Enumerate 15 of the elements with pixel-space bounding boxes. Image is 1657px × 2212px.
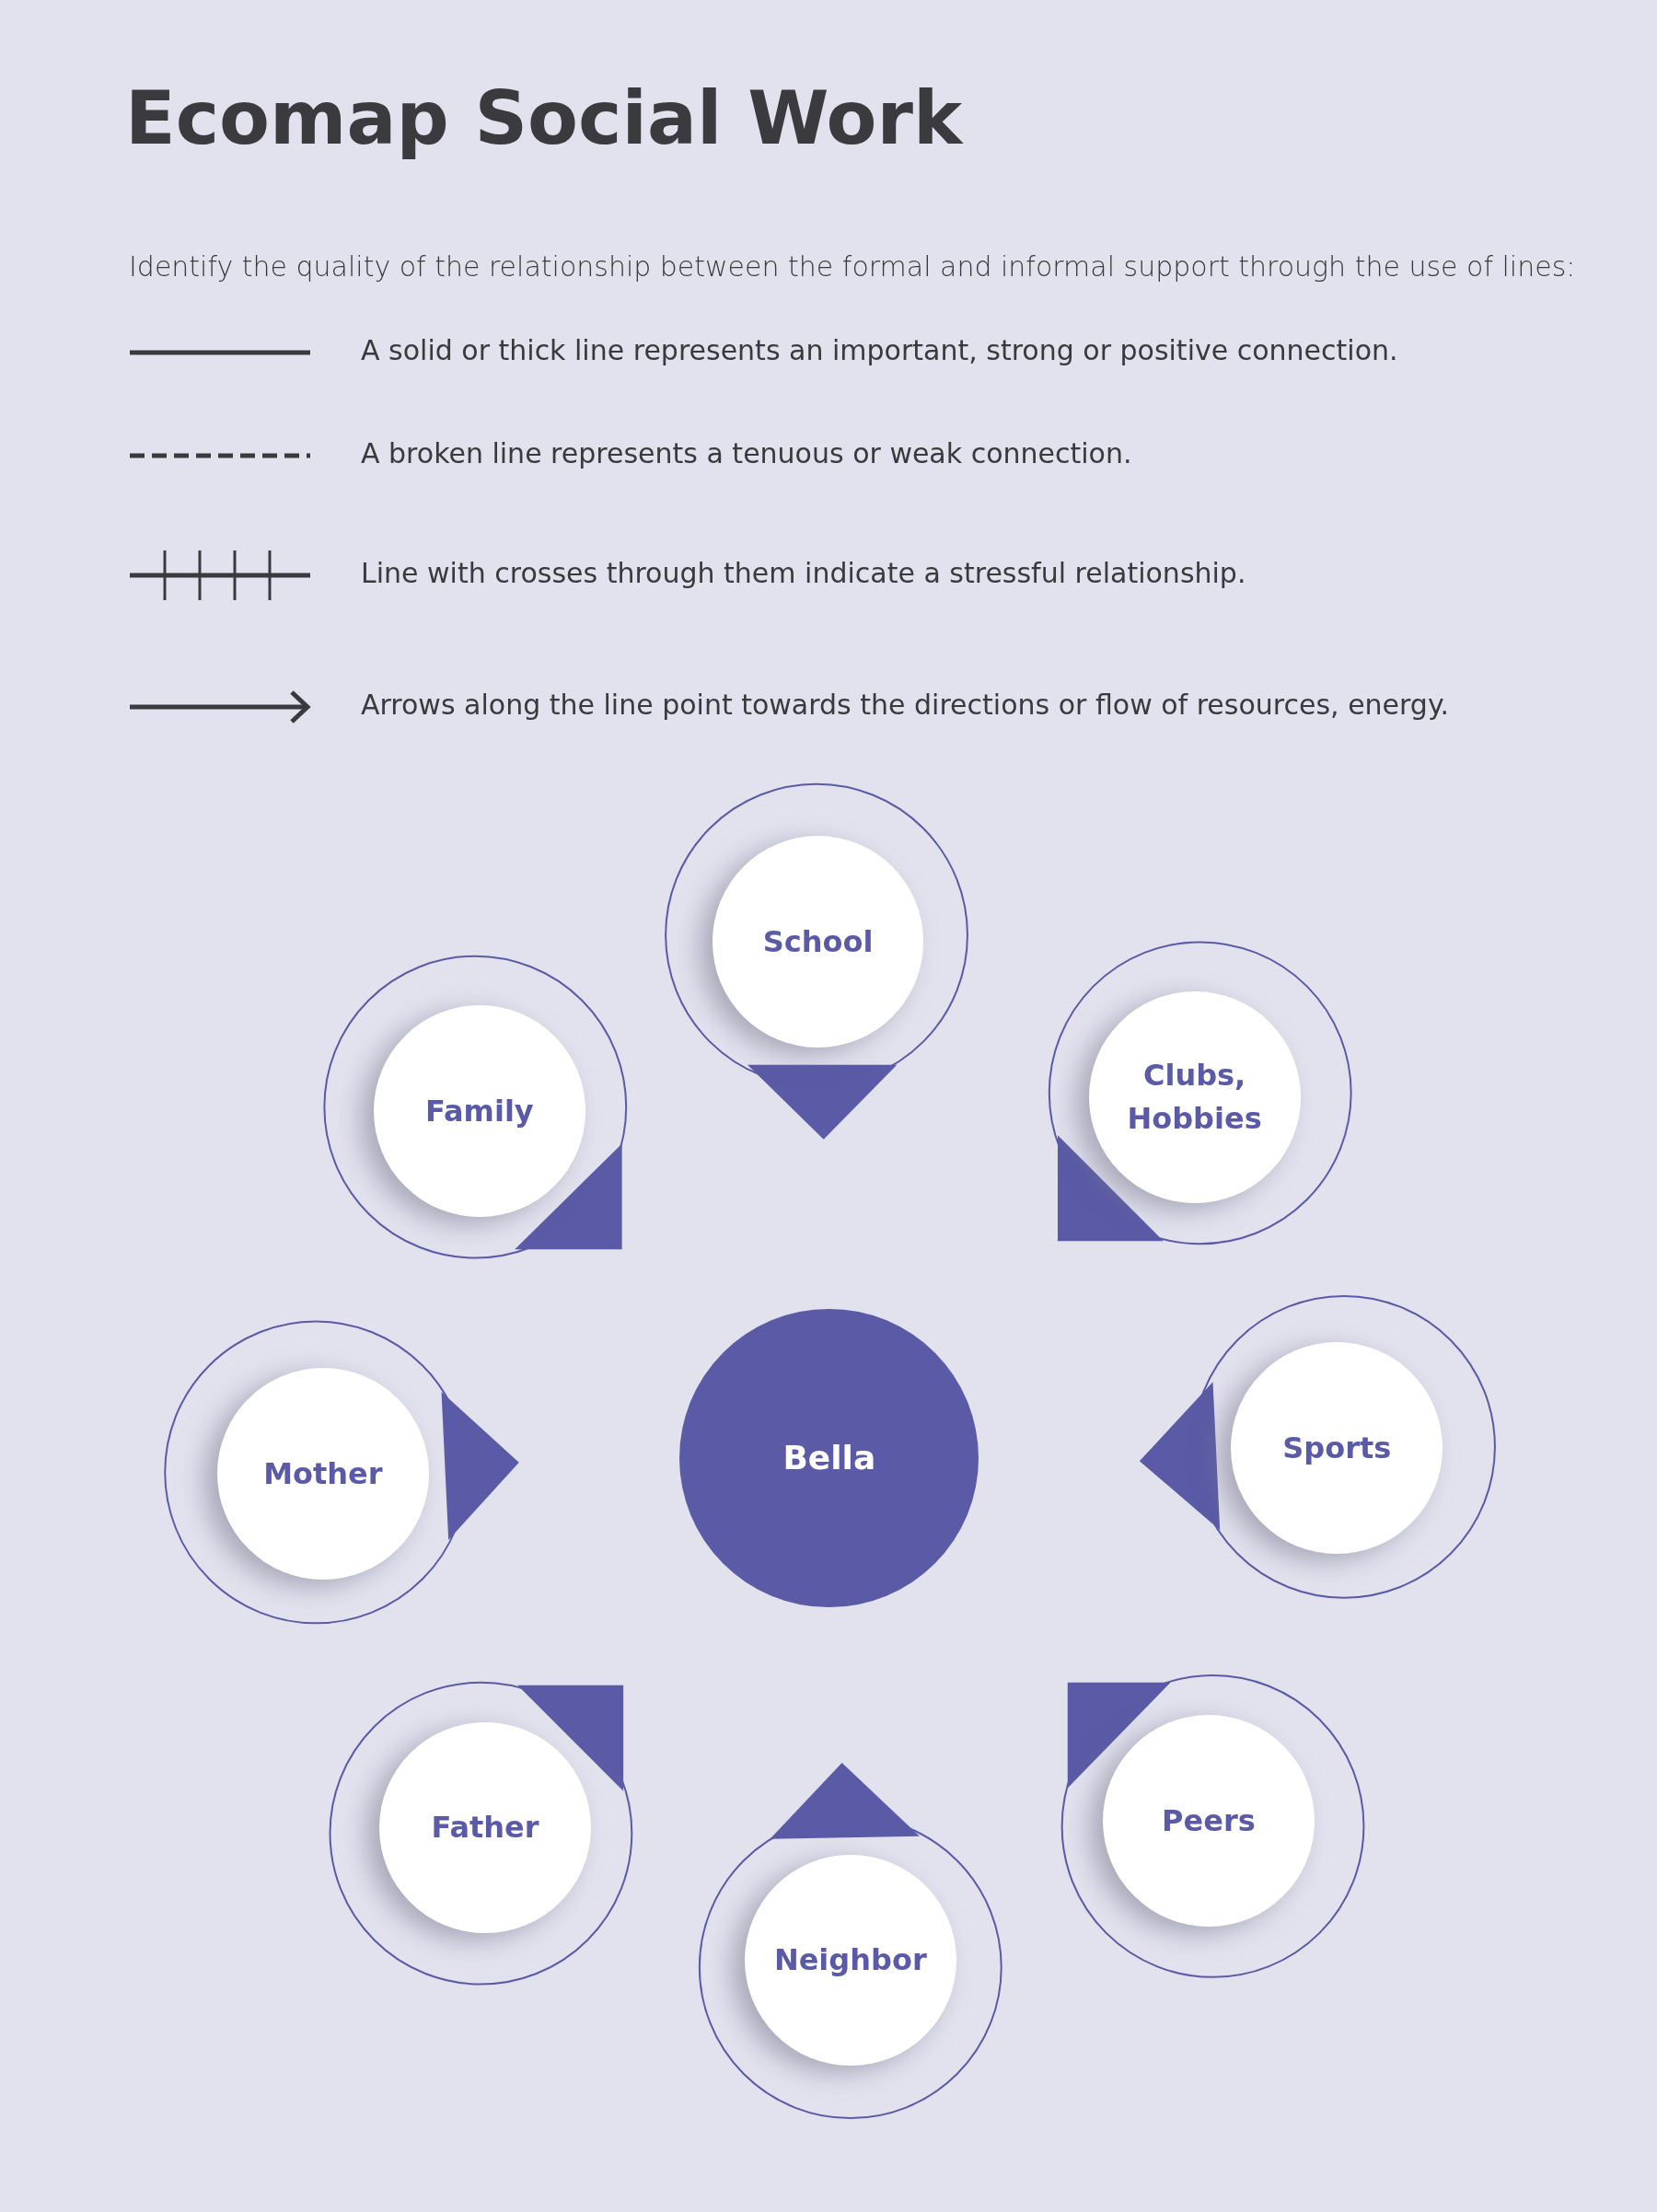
node-label: Family — [425, 1093, 534, 1130]
legend-text: A solid or thick line represents an important, strong or positive connection. — [361, 334, 1399, 366]
node-label: Bella — [782, 1438, 876, 1478]
title: Ecomap Social Work — [125, 75, 963, 161]
node-label: Sports — [1282, 1430, 1392, 1468]
node-label: Father — [431, 1809, 539, 1847]
intro-text: Identify the quality of the relationship between the formal and informal support through the use of lines: — [129, 250, 1577, 283]
legend-text: Arrows along the line point towards the directions or flow of resources, energy. — [361, 689, 1450, 721]
node-label: Peers — [1162, 1801, 1256, 1840]
node-label: School — [762, 923, 874, 962]
legend-text: Line with crosses through them indicate a stressful relationship. — [361, 557, 1247, 589]
node-label: Neighbor — [773, 1941, 927, 1980]
legend-text: A broken line represents a tenuous or weak connection. — [361, 437, 1133, 469]
node-label: Clubs, Hobbies — [1126, 1057, 1263, 1138]
node-label: Mother — [263, 1454, 383, 1493]
